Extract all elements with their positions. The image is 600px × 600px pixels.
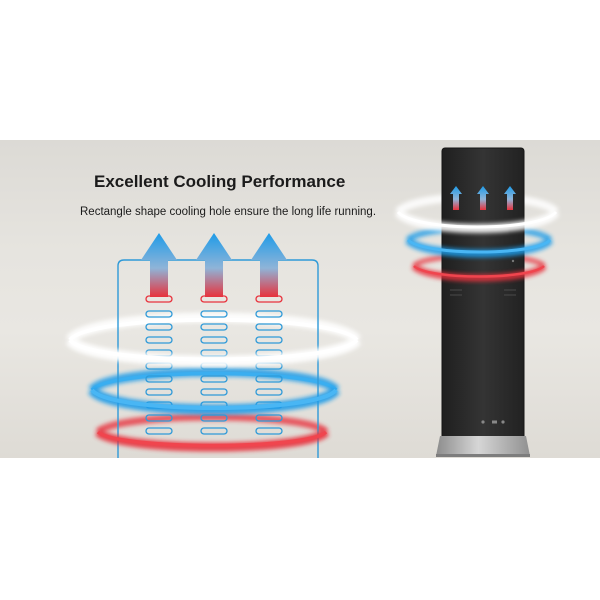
cooling-banner: Excellent Cooling Performance Rectangle …: [0, 140, 600, 458]
kiosk-product: [394, 147, 560, 457]
subline: Rectangle shape cooling hole ensure the …: [80, 206, 377, 218]
control-button: [481, 420, 485, 424]
up-arrow-icon: [141, 233, 177, 297]
cool-ring-front: [87, 386, 341, 415]
cool-ring-back: [88, 367, 340, 394]
usb-port: [492, 420, 497, 424]
cooling-diagram: [65, 233, 362, 458]
up-arrow-icon: [477, 186, 489, 210]
power-indicator: [511, 259, 515, 263]
headline: Excellent Cooling Performance: [94, 172, 346, 191]
airflow-arrows: [141, 233, 287, 297]
up-arrow-icon: [504, 186, 516, 210]
cooling-illustration: [65, 147, 560, 458]
up-arrow-icon: [196, 233, 232, 297]
up-arrow-icon: [251, 233, 287, 297]
kiosk-airflow-arrows: [450, 186, 516, 210]
hot-ring-front: [94, 428, 330, 452]
slot-column-2: [200, 295, 228, 435]
ambient-ring-front: [65, 335, 362, 367]
kiosk-panel: [442, 148, 524, 442]
kiosk-controls: [481, 259, 515, 424]
kiosk-stand: [436, 436, 530, 456]
control-button: [501, 420, 505, 424]
hot-ring-back: [95, 413, 329, 435]
kiosk-vents: [450, 289, 516, 296]
up-arrow-icon: [450, 186, 462, 210]
